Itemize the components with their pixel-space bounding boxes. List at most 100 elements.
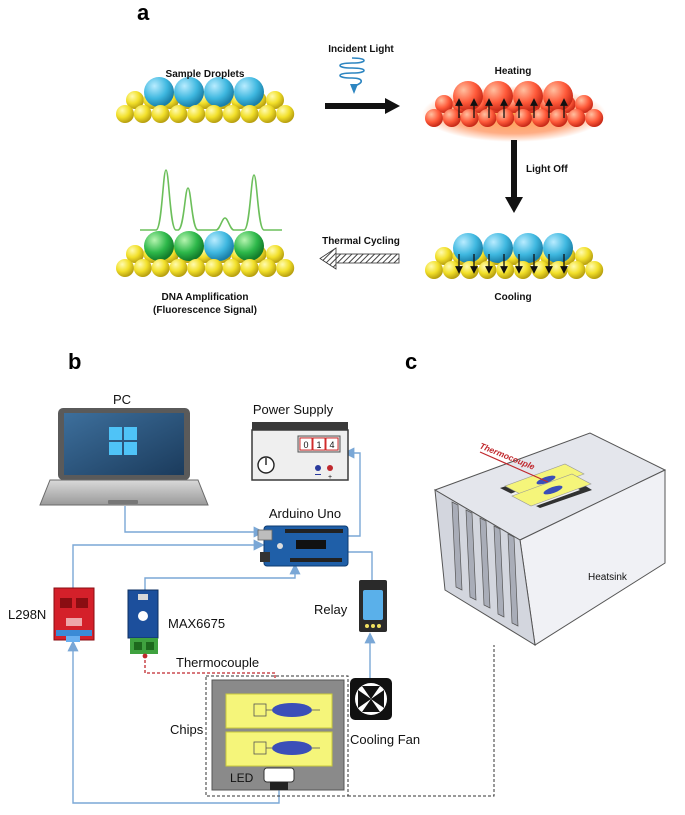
substrate-bead [531,109,550,127]
droplet [174,77,204,107]
substrate-bead [435,95,453,113]
droplet-substrate-sample [116,77,295,123]
droplet [453,233,483,263]
svg-text:+: + [328,474,332,481]
droplet-substrate-heating [422,81,606,142]
label-cooling: Cooling [494,292,531,303]
substrate-bead [442,261,461,279]
substrate-bead [514,261,532,279]
substrate-bead [240,259,259,277]
l298n-driver-icon [53,587,95,642]
droplet [483,81,513,111]
substrate-bead [151,105,170,123]
label-light-off: Light Off [526,164,568,175]
label-arduino: Arduino Uno [269,506,341,521]
droplet [513,233,543,263]
panel-label-b: b [68,349,81,374]
substrate-bead [169,105,188,123]
light-wave-icon [339,57,365,87]
substrate-bead [222,105,241,123]
droplet-substrate-cooling [425,233,604,279]
substrate-bead [151,259,170,277]
substrate-bead [460,261,479,279]
label-incident-light: Incident Light [328,44,394,55]
label-cooling-fan: Cooling Fan [350,732,420,747]
substrate-bead [133,105,152,123]
label-sample-droplets: Sample Droplets [166,69,245,80]
substrate-bead [496,261,515,279]
substrate-bead [585,261,604,279]
substrate-bead [496,109,515,127]
label-heatsink: Heatsink [588,572,628,583]
substrate-bead [575,95,593,113]
wiring [67,447,376,804]
fluorescence-trace [140,169,282,231]
substrate-bead [531,261,550,279]
relay-module-icon [359,580,387,632]
arduino-board-icon [257,525,349,567]
light-arrow-icon [350,84,358,94]
substrate-bead [205,105,223,123]
laptop-icon [39,408,209,506]
droplet [204,77,234,107]
droplet [144,231,174,261]
substrate-bead [567,109,586,127]
droplet [234,231,264,261]
substrate-bead [126,245,144,263]
droplet [453,81,483,111]
substrate-bead [276,105,295,123]
chip-1 [253,703,320,717]
substrate-bead [276,259,295,277]
substrate-bead [266,245,284,263]
droplet [144,77,174,107]
substrate-bead [549,261,568,279]
led-icon [263,767,295,790]
substrate-bead [133,259,152,277]
substrate-bead [435,247,453,265]
label-chips: Chips [170,722,204,737]
substrate-bead [478,109,497,127]
droplet [174,231,204,261]
chip-assembly [211,679,345,791]
arrow-to-cooling [505,140,523,213]
label-thermal-cycling: Thermal Cycling [322,236,400,247]
panel-label-a: a [137,0,150,25]
substrate-bead [240,105,259,123]
arrow-to-heating [325,98,400,114]
label-heating: Heating [495,66,532,77]
substrate-bead [187,259,206,277]
droplet [483,233,513,263]
heatsink-connector [348,645,495,797]
label-relay: Relay [314,602,348,617]
substrate-bead [116,105,134,123]
display-digit-1: 0 [303,440,308,450]
substrate-bead [187,105,206,123]
substrate-bead [460,109,479,127]
label-power-supply: Power Supply [253,402,334,417]
droplet-substrate-amplification [116,231,295,277]
max6675-module-icon [127,589,159,654]
substrate-bead [205,259,223,277]
thermocouple-line-c [479,451,549,483]
substrate-bead [425,109,443,127]
droplet [543,233,573,263]
substrate-bead [575,247,593,265]
substrate-bead [567,261,586,279]
droplet [204,231,234,261]
label-fluorescence-signal: (Fluorescence Signal) [153,305,257,316]
substrate-bead [116,259,134,277]
label-led: LED [230,771,254,785]
substrate-bead [258,259,277,277]
label-thermocouple: Thermocouple [176,655,259,670]
chip-2 [253,741,320,755]
substrate-bead [258,105,277,123]
panel-label-c: c [405,349,417,374]
droplet [513,81,543,111]
droplet [234,77,264,107]
arrow-thermal-cycling [319,247,400,270]
substrate-bead [442,109,461,127]
substrate-bead [585,109,604,127]
label-pc: PC [113,392,131,407]
